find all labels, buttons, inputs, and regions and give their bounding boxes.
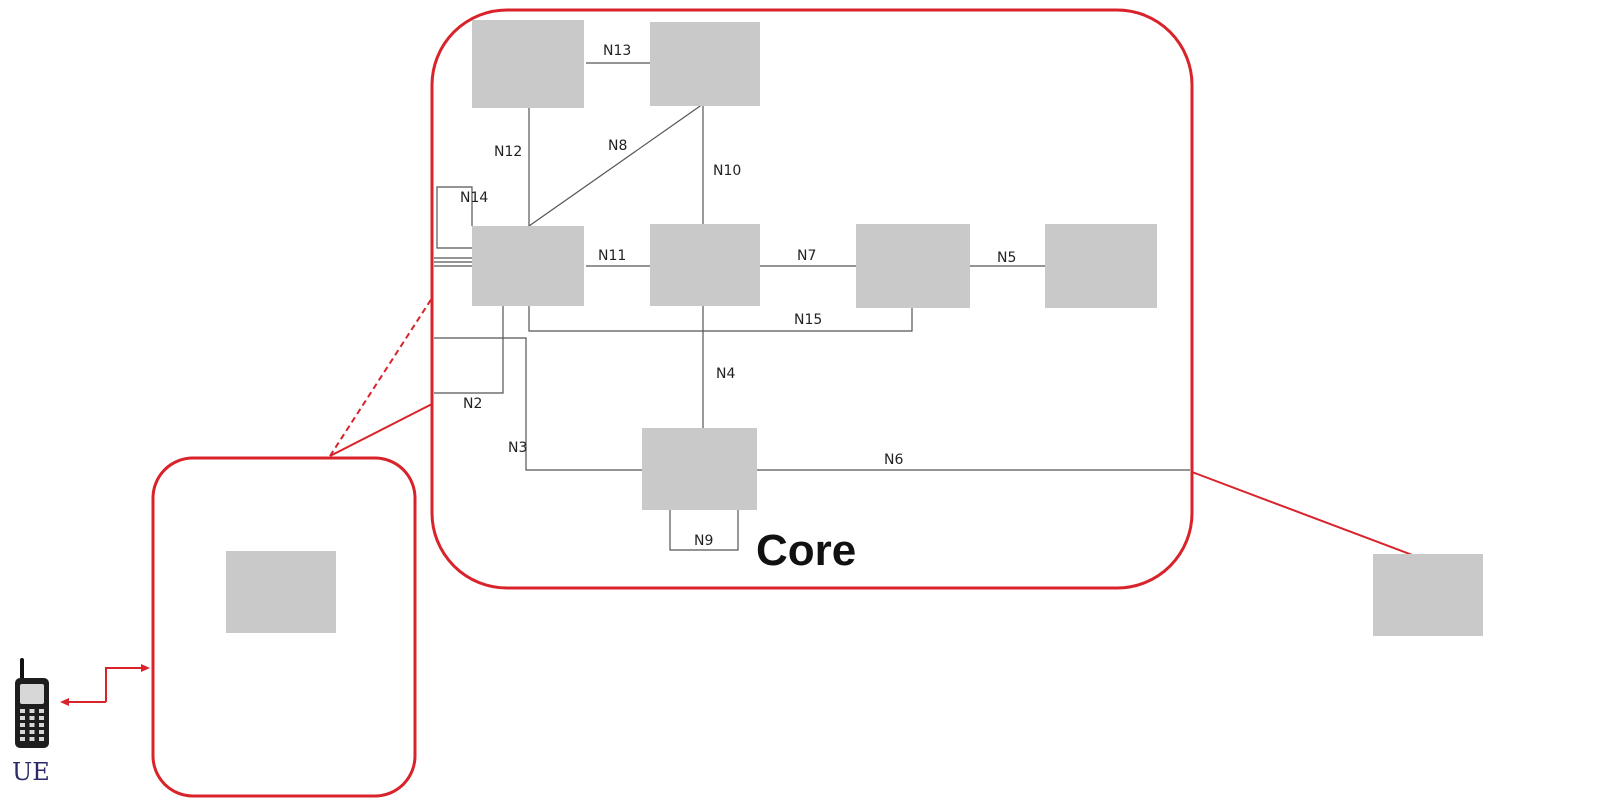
- ran-core-solid-connector: [329, 403, 433, 457]
- label-n3: N3: [508, 440, 527, 456]
- label-n12: N12: [494, 144, 522, 160]
- label-n8: N8: [608, 138, 627, 154]
- nf-box-pcf: [856, 224, 970, 308]
- nf-box-smf: [650, 224, 760, 306]
- core-region-border: [430, 8, 1194, 590]
- ue-ran-arrow: [60, 664, 150, 706]
- label-n6: N6: [884, 452, 903, 468]
- label-n14: N14: [460, 190, 488, 206]
- ran-region-border: [151, 456, 417, 798]
- interface-labels: N13 N12 N8 N10 N14 N11 N7 N5 N15 N4 N2 N…: [460, 43, 1016, 549]
- label-n13: N13: [603, 43, 631, 59]
- ran-core-dashed-connector: [329, 297, 433, 457]
- label-n9: N9: [694, 533, 713, 549]
- ue-label: UE: [12, 758, 50, 786]
- nf-box-top-right: [650, 22, 760, 106]
- label-n15: N15: [794, 312, 822, 328]
- nf-box-amf: [472, 226, 584, 306]
- label-n7: N7: [797, 248, 816, 264]
- core-dn-connector: [1191, 471, 1416, 557]
- mobile-phone-icon: [15, 658, 49, 748]
- nf-box-upf: [642, 428, 757, 510]
- nf-box-ran: [226, 551, 336, 633]
- nf-box-af: [1045, 224, 1157, 308]
- interface-links: [434, 62, 1190, 551]
- label-n11: N11: [598, 248, 626, 264]
- label-n10: N10: [713, 163, 741, 179]
- core-label: Core: [756, 526, 856, 575]
- label-n5: N5: [997, 250, 1016, 266]
- nf-box-top-left: [472, 20, 584, 108]
- nf-box-dn: [1373, 554, 1483, 636]
- network-functions: [226, 20, 1483, 636]
- label-n2: N2: [463, 396, 482, 412]
- label-n4: N4: [716, 366, 735, 382]
